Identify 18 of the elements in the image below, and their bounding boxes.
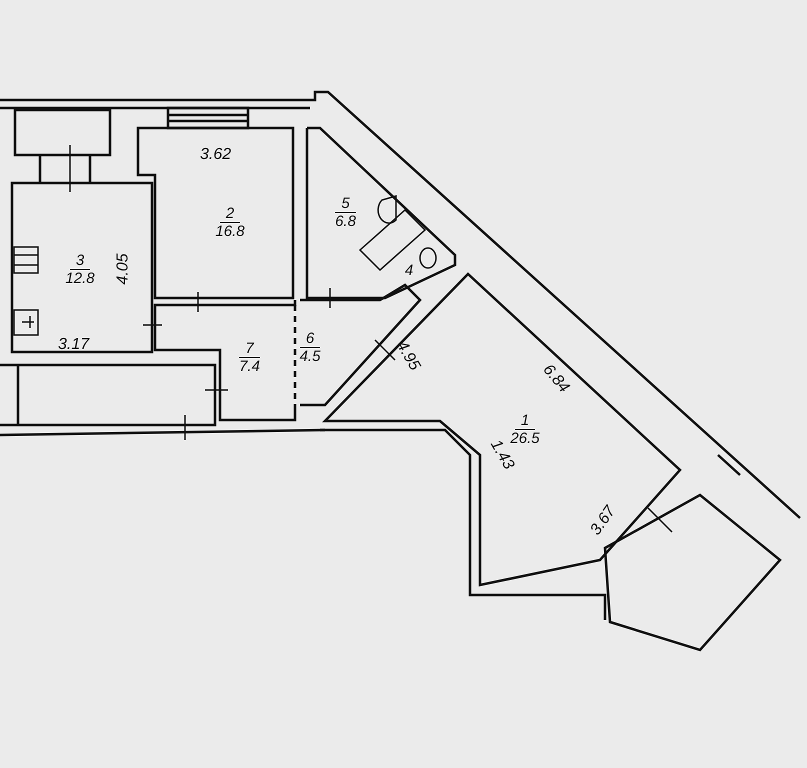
- room-number: 7: [239, 340, 260, 358]
- room-number: 6: [300, 330, 320, 348]
- room-area: 4.5: [300, 348, 320, 364]
- room-area: 6.8: [335, 212, 356, 230]
- room-number: 2: [220, 206, 240, 222]
- room-number: 4: [404, 262, 414, 278]
- dimension-label: 6.84: [538, 361, 572, 397]
- room-number: 5: [335, 196, 356, 212]
- dimension-label: 4.05: [114, 253, 133, 285]
- room-area: 12.8: [65, 270, 95, 287]
- room-area: 16.8: [215, 222, 245, 240]
- dimension-label: 3.17: [58, 336, 90, 354]
- room-area: 26.5: [510, 430, 540, 447]
- dimension-label: 4.95: [392, 338, 424, 374]
- dimension-label: 3.62: [200, 146, 232, 164]
- room-area: 7.4: [239, 358, 260, 374]
- room-number: 3: [70, 253, 90, 270]
- room-number: 1: [514, 413, 536, 430]
